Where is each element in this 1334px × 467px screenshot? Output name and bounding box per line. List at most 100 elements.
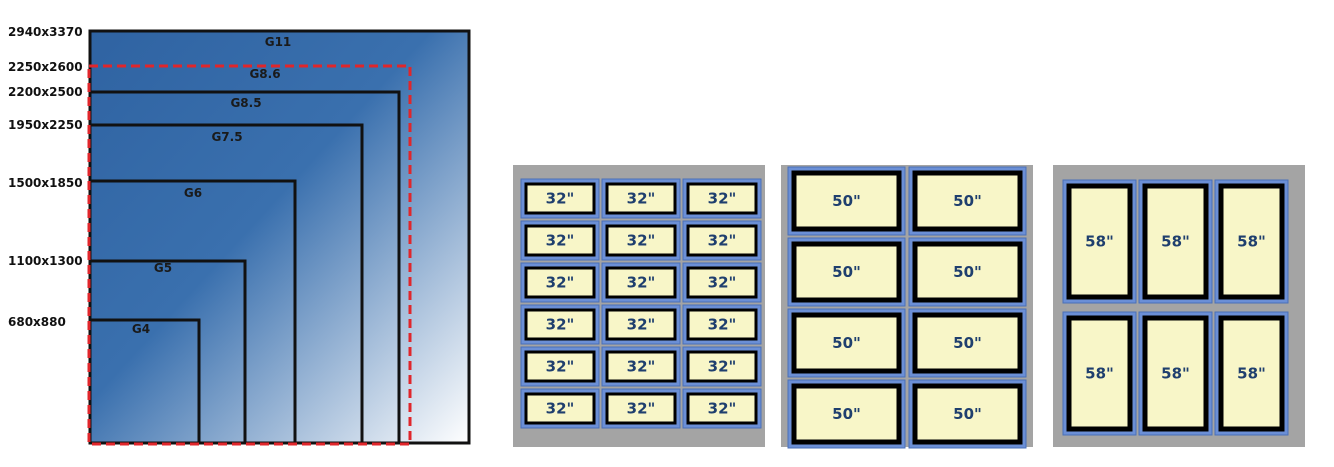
panel-cell: 58" (1138, 179, 1213, 304)
panel-size-label: 32" (708, 358, 737, 376)
panel-cell: 32" (601, 178, 681, 219)
panel-size-label: 50" (832, 192, 861, 210)
panel-cell: 32" (682, 346, 762, 387)
panel-screen (686, 266, 758, 299)
glass-g8-6-highlight (87, 64, 412, 446)
panel-size-label: 50" (953, 192, 982, 210)
glass-g8-5 (90, 90, 401, 443)
panel-size-label: 58" (1085, 233, 1114, 251)
panel-cell: 58" (1062, 311, 1137, 436)
panel-cell: 50" (787, 308, 906, 378)
tray-1: 32" 32" 32" 32" 32" 32" 32" 32" 32" 32" 32" 32" 32" 3… (513, 165, 765, 447)
glass-g11 (88, 29, 471, 445)
panel-screen (791, 170, 902, 232)
panel-cell: 32" (520, 388, 600, 429)
tray-3: 58"58"58"58"58"58" (1053, 165, 1305, 447)
panel-screen (605, 266, 677, 299)
panel-size-label: 32" (546, 190, 575, 208)
panel-size-label: 32" (708, 316, 737, 334)
panel-screen (605, 392, 677, 425)
panel-size-label: 32" (708, 400, 737, 418)
panel-cell: 32" (682, 220, 762, 261)
panel-cell: 50" (908, 166, 1027, 236)
panel-size-label: 32" (627, 316, 656, 334)
panel-cell: 32" (682, 262, 762, 303)
panel-size-label: 32" (708, 232, 737, 250)
panel-cell: 32" (520, 220, 600, 261)
panel-cell: 50" (908, 308, 1027, 378)
panel-cell: 32" (520, 262, 600, 303)
panel-size-label: 32" (627, 400, 656, 418)
panel-screen (686, 308, 758, 341)
panel-size-label: 32" (708, 274, 737, 292)
panel-screen (912, 170, 1023, 232)
dimension-labels: 2940x33702250x26002200x25001950x22501500… (8, 25, 83, 329)
panel-screen (686, 182, 758, 215)
panel-size-label: 32" (708, 190, 737, 208)
panel-screen (605, 308, 677, 341)
panel-size-label: 58" (1161, 365, 1190, 383)
gen-label-g8-5: G8.5 (230, 96, 261, 110)
panel-screen (686, 224, 758, 257)
panel-cell: 58" (1214, 311, 1289, 436)
panel-screen (605, 224, 677, 257)
panel-size-label: 58" (1085, 365, 1114, 383)
panel-size-label: 50" (953, 334, 982, 352)
panel-screen (1066, 315, 1133, 432)
panel-size-label: 32" (546, 316, 575, 334)
panel-screen (524, 182, 596, 215)
gen-label-g5: G5 (154, 261, 172, 275)
panel-screen (605, 350, 677, 383)
panel-cell: 32" (682, 178, 762, 219)
panel-screen (1066, 183, 1133, 300)
gen-label-g6: G6 (184, 186, 202, 200)
panel-cell: 32" (601, 304, 681, 345)
panel-size-label: 32" (546, 400, 575, 418)
gen-label-g4: G4 (132, 322, 150, 336)
panel-size-label: 32" (546, 232, 575, 250)
panel-cell: 50" (787, 379, 906, 449)
panel-screen (1142, 183, 1209, 300)
panel-cell: 32" (682, 304, 762, 345)
panel-size-label: 50" (832, 334, 861, 352)
panel-screen (1218, 315, 1285, 432)
panel-size-label: 32" (627, 232, 656, 250)
panel-cell: 32" (601, 346, 681, 387)
panel-size-label: 32" (627, 274, 656, 292)
size-label-g4: 680x880 (8, 315, 66, 329)
gen-label-g7-5: G7.5 (211, 130, 242, 144)
panel-size-label: 50" (832, 263, 861, 281)
panel-screen (686, 350, 758, 383)
size-label-g6: 1500x1850 (8, 176, 83, 190)
panel-size-label: 50" (832, 405, 861, 423)
glass-g5 (90, 259, 247, 443)
panel-size-label: 32" (627, 358, 656, 376)
panel-size-label: 58" (1161, 233, 1190, 251)
panel-screen (791, 241, 902, 303)
gen-label-g11: G11 (265, 35, 292, 49)
panel-size-label: 32" (627, 190, 656, 208)
glass-g4 (90, 318, 201, 443)
panel-screen (524, 350, 596, 383)
panel-screen (524, 308, 596, 341)
gen-label-g8-6: G8.6 (249, 67, 280, 81)
panel-screen (1142, 315, 1209, 432)
panel-layouts: 32" 32" 32" 32" 32" 32" 32" 32" 32" 32" 32" 32" 32" 3… (513, 165, 1305, 449)
panel-screen (605, 182, 677, 215)
panel-screen (912, 241, 1023, 303)
panel-size-label: 50" (953, 405, 982, 423)
panel-cell: 50" (787, 166, 906, 236)
panel-cell: 50" (908, 379, 1027, 449)
glass-g6 (90, 179, 297, 443)
size-label-g5: 1100x1300 (8, 254, 83, 268)
panel-cell: 58" (1138, 311, 1213, 436)
size-label-g8-6: 2250x2600 (8, 60, 83, 74)
size-label-g8-5: 2200x2500 (8, 85, 83, 99)
panel-screen (524, 392, 596, 425)
panel-screen (791, 312, 902, 374)
panel-cell: 58" (1062, 179, 1137, 304)
panel-size-label: 50" (953, 263, 982, 281)
panel-size-label: 32" (546, 358, 575, 376)
